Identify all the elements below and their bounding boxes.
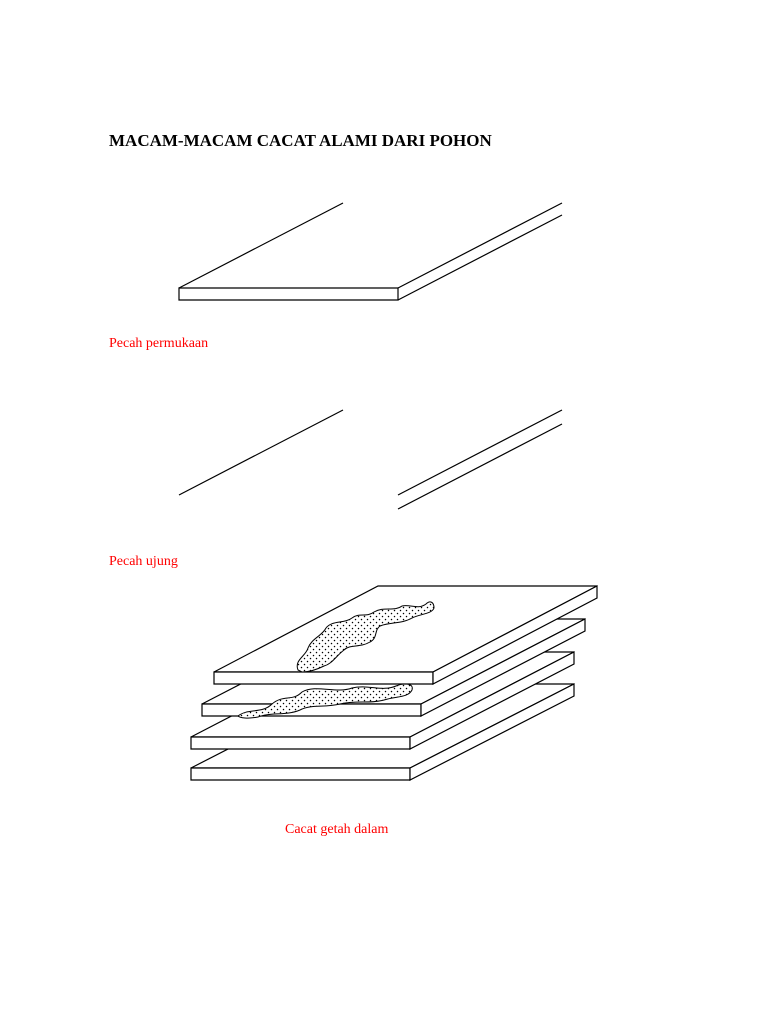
stack-board-1 — [213, 585, 598, 685]
caption-end-crack: Pecah ujung — [109, 554, 178, 569]
stack-board-2-side — [420, 618, 586, 717]
board-right-bottom-edge — [397, 214, 563, 301]
board-right-top-edge — [397, 202, 563, 289]
resin-pocket-upper — [296, 601, 435, 673]
board-left-edge — [178, 202, 344, 289]
resin-pocket-lower — [237, 683, 413, 719]
caption-resin-pocket: Cacat getah dalam — [285, 822, 389, 837]
stack-board-1-front — [213, 671, 434, 685]
board-1 — [178, 202, 563, 301]
stack-board-4-side — [409, 683, 575, 781]
stack-board-3-front — [190, 736, 411, 750]
stack-board-4-front — [190, 767, 411, 781]
end-crack-right-line-top — [397, 409, 563, 496]
page-title: MACAM-MACAM CACAT ALAMI DARI POHON — [109, 131, 492, 150]
caption-surface-crack: Pecah permukaan — [109, 336, 209, 351]
end-crack-right-line-bottom — [397, 423, 563, 510]
stack-board-1-side — [432, 585, 598, 685]
stack-board-3-side — [409, 651, 575, 750]
end-crack-left-line — [178, 409, 344, 496]
